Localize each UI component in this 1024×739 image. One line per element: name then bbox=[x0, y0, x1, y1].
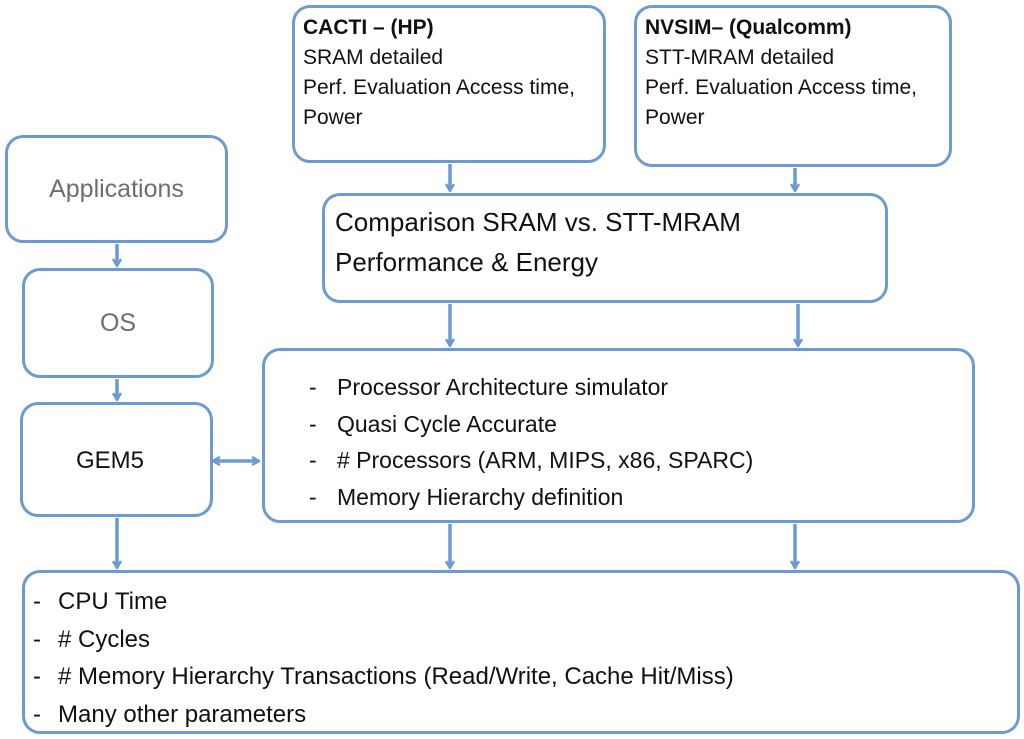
gem5-box: GEM5 bbox=[20, 402, 213, 517]
comparison-line: Comparison SRAM vs. STT-MRAM bbox=[335, 207, 741, 237]
outputs-box: -CPU Time -# Cycles -# Memory Hierarchy … bbox=[22, 570, 1020, 734]
comparison-line: Performance & Energy bbox=[335, 247, 599, 277]
nvsim-line: STT-MRAM detailed bbox=[645, 46, 835, 69]
gem5-label: GEM5 bbox=[76, 447, 145, 474]
list-item: -# Cycles bbox=[33, 625, 151, 653]
comparison-box: Comparison SRAM vs. STT-MRAM Performance… bbox=[322, 193, 888, 303]
list-item: -CPU Time bbox=[33, 588, 168, 615]
nvsim-line: Perf. Evaluation Access time, bbox=[645, 76, 917, 99]
list-item: -Many other parameters bbox=[33, 700, 307, 728]
list-item: -Quasi Cycle Accurate bbox=[309, 410, 557, 437]
cacti-line: SRAM detailed bbox=[303, 46, 444, 69]
list-item: -Memory Hierarchy definition bbox=[309, 483, 624, 510]
cacti-line: Perf. Evaluation Access time, bbox=[303, 76, 575, 99]
cacti-title: CACTI – (HP) bbox=[303, 16, 434, 39]
outputs-list: -CPU Time -# Cycles -# Memory Hierarchy … bbox=[33, 583, 1017, 733]
list-item: -# Memory Hierarchy Transactions (Read/W… bbox=[33, 663, 734, 690]
nvsim-title: NVSIM– (Qualcomm) bbox=[645, 16, 852, 39]
list-item: -Processor Architecture simulator bbox=[309, 374, 669, 400]
cacti-box: CACTI – (HP) SRAM detailed Perf. Evaluat… bbox=[292, 5, 606, 163]
architecture-list: -Processor Architecture simulator -Quasi… bbox=[309, 369, 972, 515]
os-box: OS bbox=[22, 268, 214, 378]
list-item: -# Processors (ARM, MIPS, x86, SPARC) bbox=[309, 447, 754, 473]
nvsim-line: Power bbox=[645, 106, 705, 129]
applications-label: Applications bbox=[49, 174, 184, 203]
os-label: OS bbox=[99, 308, 137, 337]
applications-box: Applications bbox=[5, 135, 228, 243]
cacti-line: Power bbox=[303, 106, 363, 129]
nvsim-box: NVSIM– (Qualcomm) STT-MRAM detailed Perf… bbox=[634, 5, 952, 167]
architecture-box: -Processor Architecture simulator -Quasi… bbox=[262, 348, 975, 523]
